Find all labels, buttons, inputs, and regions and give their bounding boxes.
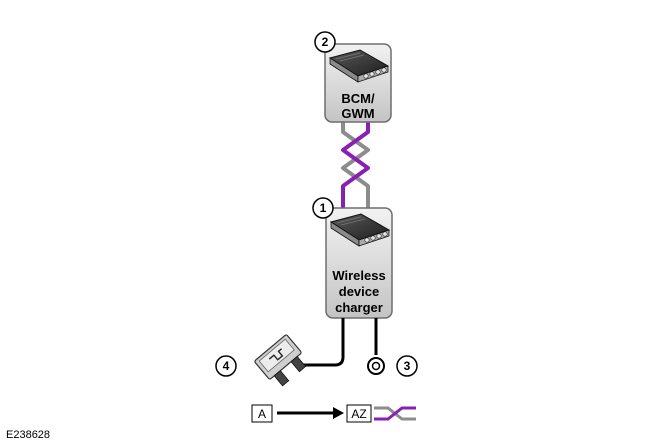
callout-1: 1 [312,197,334,219]
figure-id: E238628 [6,429,50,441]
callout-number: 1 [320,201,327,215]
callout-number: 4 [223,359,230,373]
power-wire [302,318,345,367]
module-label-line: charger [335,300,383,315]
wireless-charger-module[interactable]: Wireless device charger [325,207,393,319]
legend: A AZ [251,404,416,423]
callout-4: 4 [215,355,237,377]
module-label-line: device [339,284,379,299]
fuse-icon [254,334,307,387]
module-label-line: Wireless [332,268,385,283]
callout-number: 2 [322,35,329,49]
can-wire-high [341,120,370,210]
module-label-line: BCM/ [341,91,375,106]
arrow-right-icon [277,407,344,419]
callout-number: 3 [404,359,411,373]
ground-eyelet-icon [367,357,385,375]
twisted-pair-icon [374,406,416,421]
module-label-line: GWM [341,106,374,121]
callout-3: 3 [396,355,418,377]
legend-can-label: AZ [351,407,366,421]
callout-2: 2 [314,31,336,53]
bcm-gwm-module[interactable]: BCM/ GWM [324,43,392,123]
legend-power-label: A [258,407,266,421]
can-bus-twisted-pair [341,120,370,210]
